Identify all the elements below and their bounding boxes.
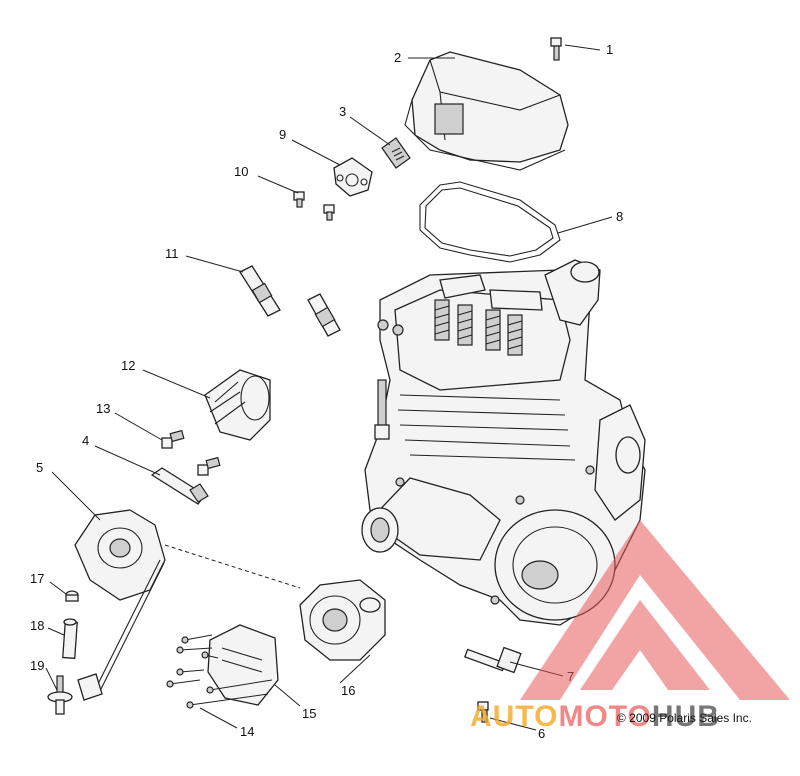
callout-4: 4 xyxy=(82,433,89,448)
callout-13: 13 xyxy=(96,401,110,416)
watermark-wordmark: AUTOMOTOHUB xyxy=(470,700,720,733)
bolt xyxy=(550,37,562,61)
valve-cover-gasket xyxy=(419,181,561,263)
watermark-auto: AUTO xyxy=(470,700,558,733)
callout-11: 11 xyxy=(165,246,179,261)
callout-16: 16 xyxy=(341,683,355,698)
valve-springs xyxy=(434,299,523,356)
screws xyxy=(166,634,273,709)
watermark-moto: MOTO xyxy=(558,700,651,733)
connector-plug xyxy=(77,673,103,701)
intake-boot xyxy=(204,369,271,441)
sensor xyxy=(333,157,373,197)
leader-lines xyxy=(45,44,613,731)
callout-8: 8 xyxy=(616,209,623,224)
callout-labels: 1 2 3 9 10 8 11 12 13 4 5 17 18 19 16 15… xyxy=(30,42,623,741)
spark-plug xyxy=(307,293,341,337)
callout-5: 5 xyxy=(36,460,43,475)
automotohub-watermark: AUTOMOTOHUB xyxy=(470,520,790,733)
temperature-sensor xyxy=(374,379,390,440)
callout-15: 15 xyxy=(302,706,316,721)
callout-9: 9 xyxy=(279,127,286,142)
cap xyxy=(65,590,79,602)
callout-18: 18 xyxy=(30,618,44,633)
callout-12: 12 xyxy=(121,358,135,373)
breather-valve xyxy=(47,675,73,715)
watermark-hub: HUB xyxy=(652,700,720,733)
callout-10: 10 xyxy=(234,164,248,179)
callout-17: 17 xyxy=(30,571,44,586)
callout-6: 6 xyxy=(538,726,545,741)
bolt xyxy=(293,191,335,221)
callout-3: 3 xyxy=(339,104,346,119)
engine-block xyxy=(361,259,646,626)
spark-plug xyxy=(239,265,281,317)
throttle-housing xyxy=(299,579,386,661)
tube xyxy=(62,618,78,660)
pin-rod xyxy=(150,467,209,505)
callout-1: 1 xyxy=(606,42,613,57)
valve-cover xyxy=(404,51,569,171)
speed-sensor xyxy=(464,646,522,674)
callout-14: 14 xyxy=(240,724,254,739)
callout-2: 2 xyxy=(394,50,401,65)
callout-19: 19 xyxy=(30,658,44,673)
cover-plate xyxy=(207,624,279,706)
copyright-notice: © 2009 Polaris Sales Inc. xyxy=(617,711,752,725)
bolt xyxy=(477,701,489,723)
throttle-body xyxy=(74,509,166,694)
watermark-triangle-logo xyxy=(520,520,790,700)
bolt xyxy=(161,429,221,476)
decal-plate xyxy=(381,137,411,169)
